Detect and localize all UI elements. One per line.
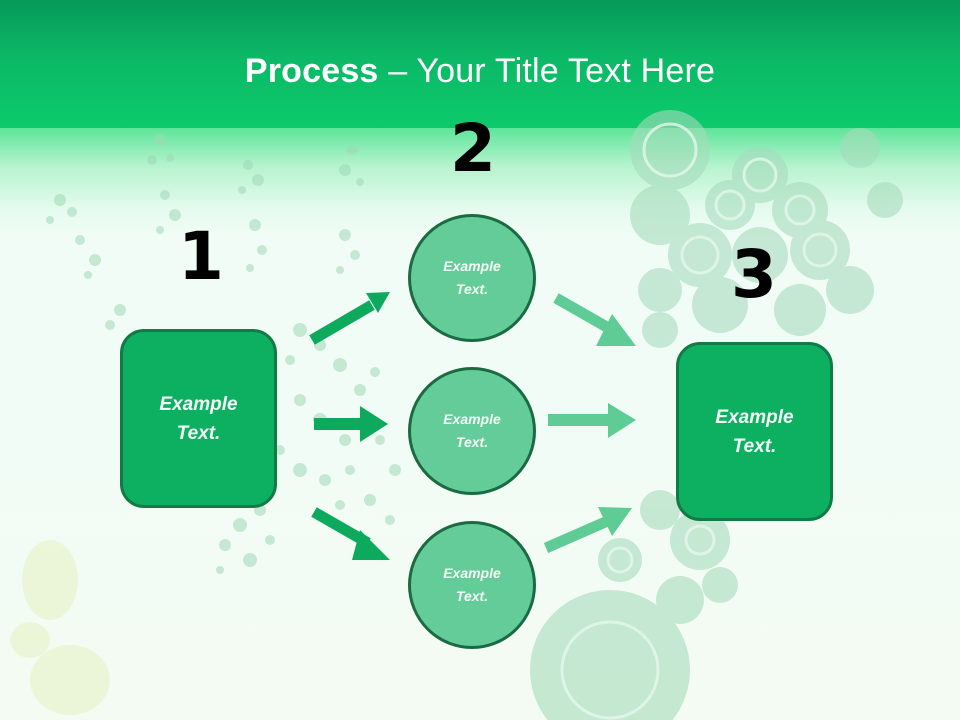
step-number-1: 1: [178, 218, 224, 295]
arrow-icon: [309, 292, 390, 560]
node-2-label-line1: Example: [443, 411, 501, 427]
node-1-label-line1: Example: [443, 258, 501, 274]
node-1-circle[interactable]: Example Text.: [408, 214, 536, 342]
header-band: [0, 0, 960, 128]
step-3-label-line1: Example: [715, 406, 794, 428]
node-3-label-line2: Text.: [455, 588, 489, 604]
title-bold: Process: [244, 52, 379, 90]
node-3-circle[interactable]: Example Text.: [408, 521, 536, 649]
step-1-label-line1: Example: [159, 393, 238, 415]
step-number-2: 2: [450, 110, 496, 187]
node-3-label-line1: Example: [443, 565, 501, 581]
arrow-icon: [543, 293, 636, 554]
step-1-label-line2: Text.: [176, 422, 221, 444]
node-2-circle[interactable]: Example Text.: [408, 367, 536, 495]
node-2-label-line2: Text.: [455, 434, 489, 450]
step-3-label-line2: Text.: [732, 435, 777, 457]
slide-title: Process – Your Title Text Here: [0, 52, 960, 91]
title-rest: – Your Title Text Here: [378, 52, 716, 90]
node-1-label-line2: Text.: [455, 281, 489, 297]
step-3-box[interactable]: Example Text.: [676, 342, 833, 521]
step-1-box[interactable]: Example Text.: [120, 329, 277, 508]
step-number-3: 3: [731, 236, 777, 313]
